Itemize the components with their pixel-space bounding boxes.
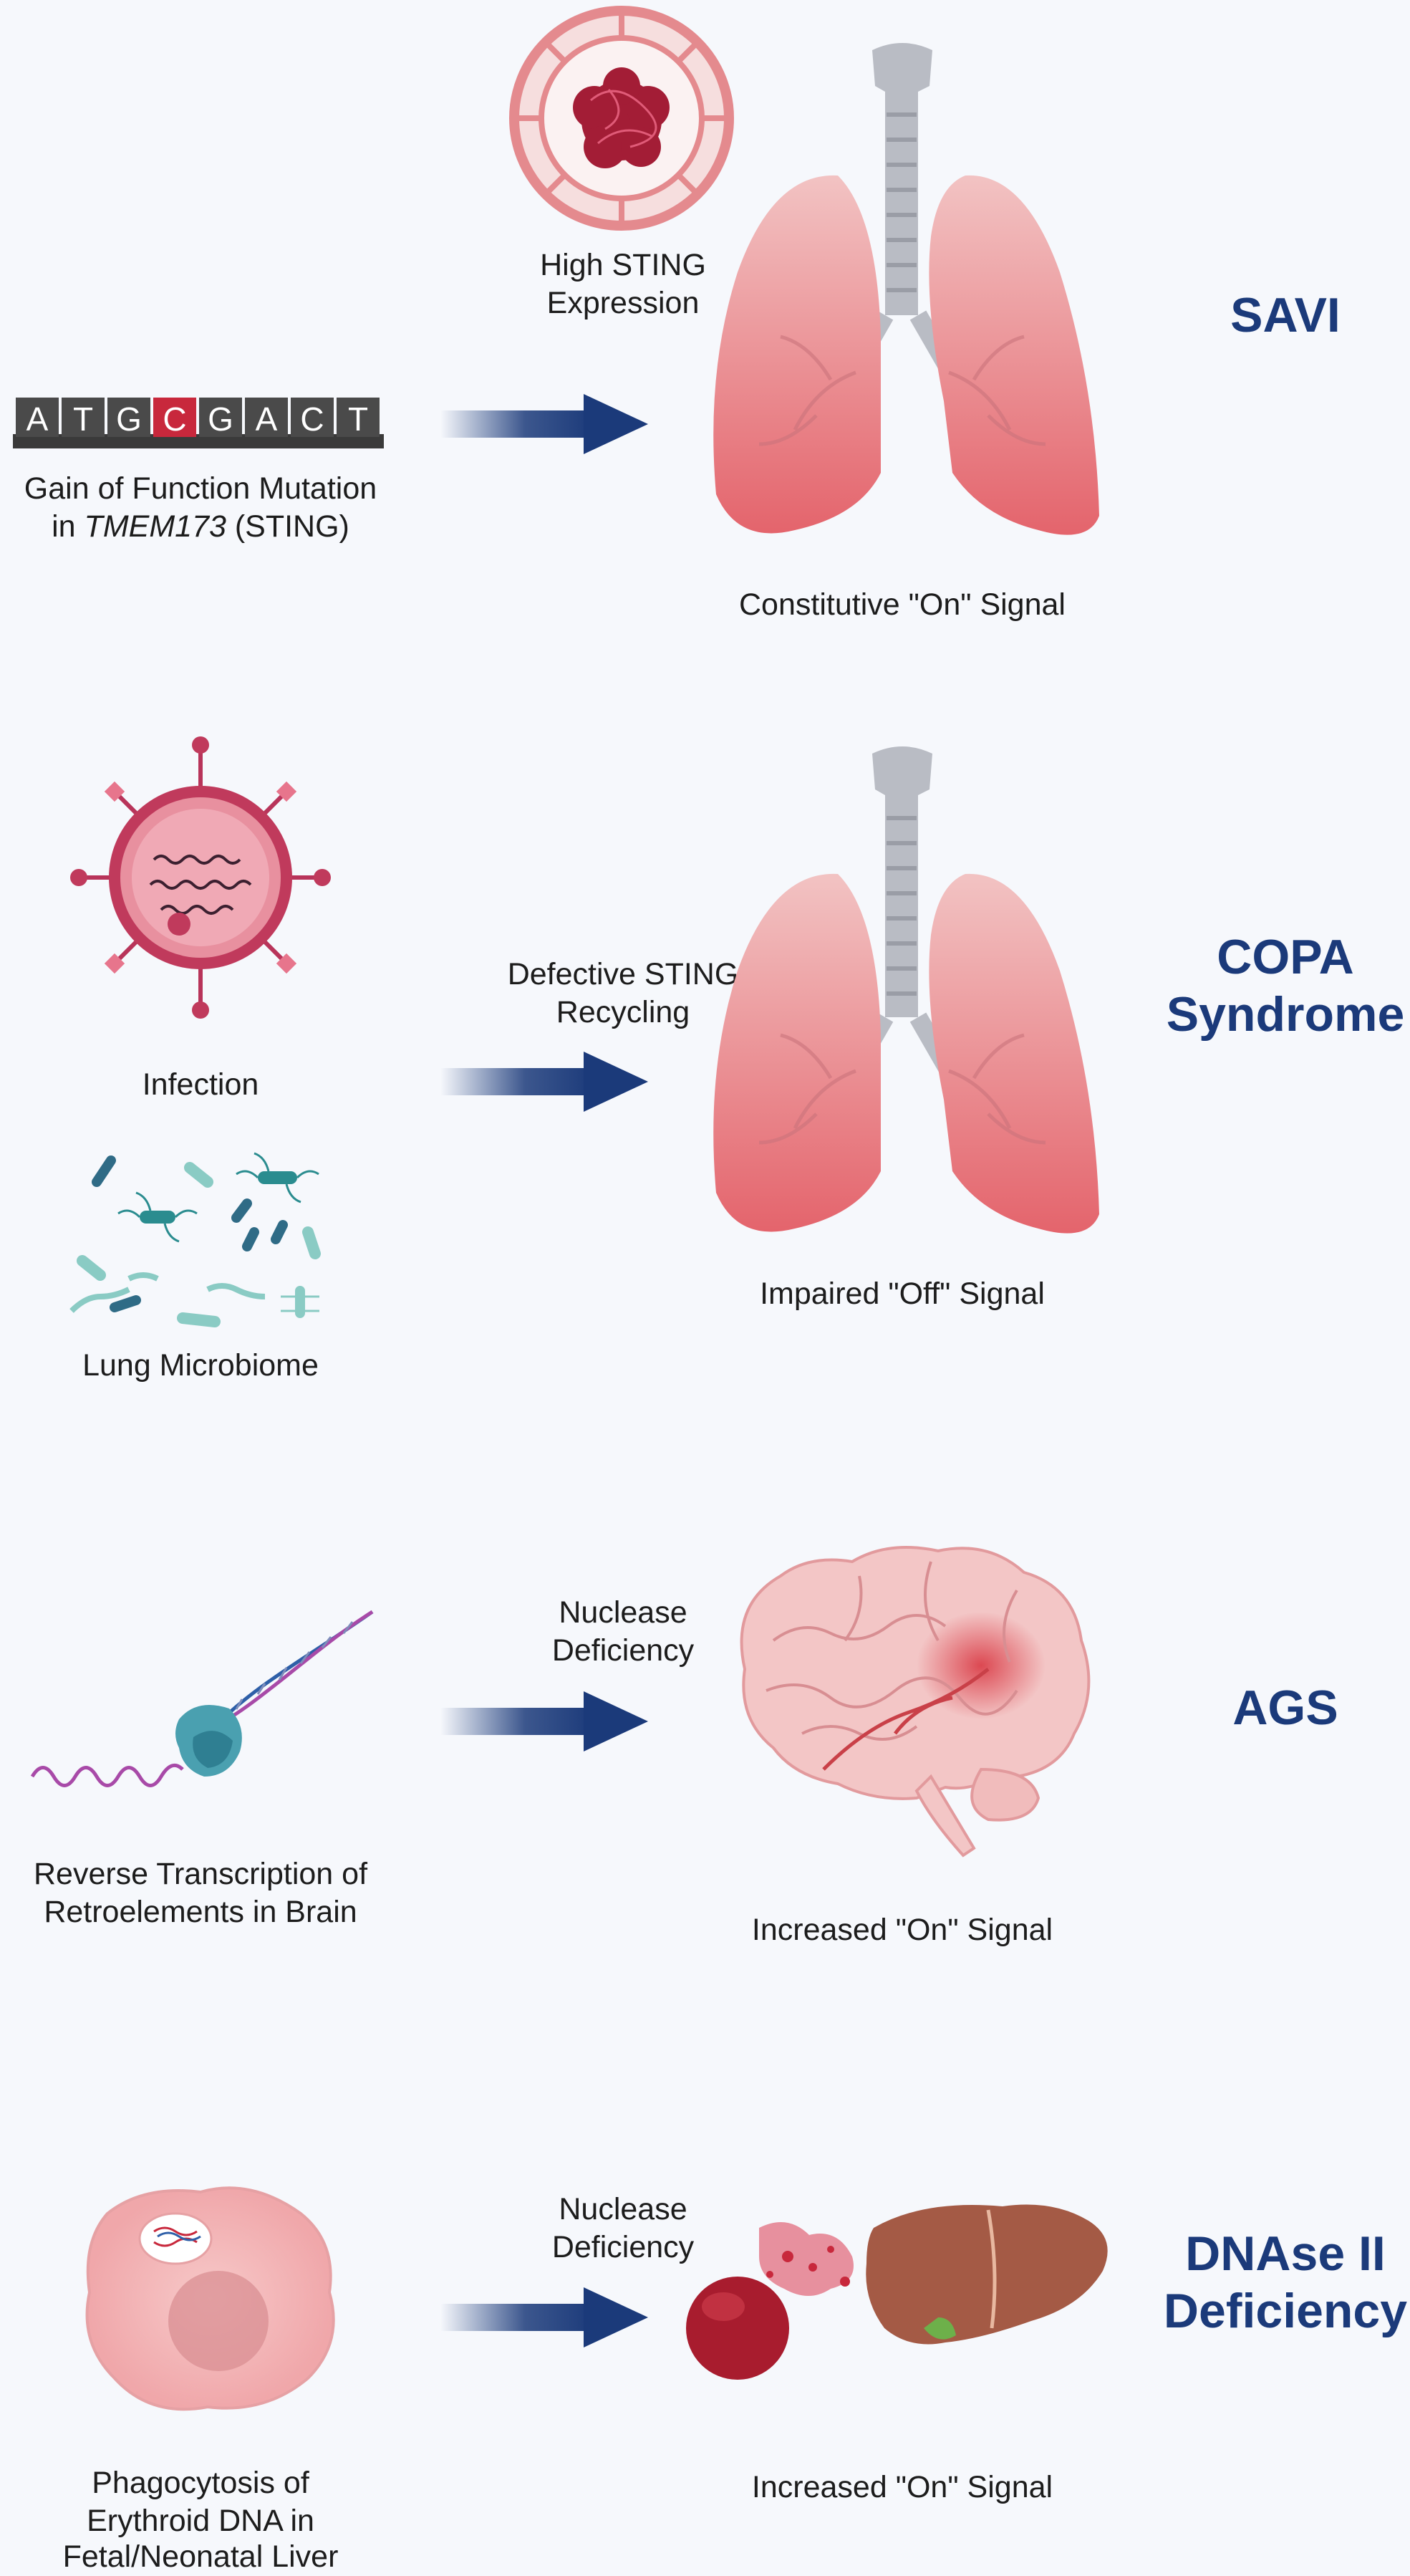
cause-label-dnase-line1: Phagocytosis of [92,2466,309,2500]
above-arrow-ags-line2: Deficiency [551,1633,695,1668]
dna-base-3: G [116,400,142,438]
disease-title-savi: SAVI [1230,288,1341,342]
liver-icon [866,2204,1108,2345]
above-arrow-ags-line1: Nuclease [559,1595,687,1630]
dna-base-7: C [300,400,324,438]
disease-title-ags: AGS [1232,1681,1338,1735]
lung-microbiome-icon [69,1152,321,1327]
gene-name: TMEM173 [84,509,226,544]
signal-label-copa: Impaired "Off" Signal [760,1277,1045,1311]
dna-base-2: T [73,400,93,438]
cause-label-savi-prefix: in [52,509,84,544]
high-sting-cell-icon [509,6,734,231]
cause-label-savi-line2: in TMEM173 (STING) [0,508,401,546]
above-arrow-savi-line2: Expression [546,286,700,320]
cause-label-savi-suffix: (STING) [226,509,349,544]
signal-label-savi: Constitutive "On" Signal [739,587,1066,622]
arrow-savi [440,394,648,454]
cause-label-lung-microbiome: Lung Microbiome [82,1348,319,1383]
signal-label-ags: Increased "On" Signal [751,1913,1053,1947]
above-arrow-savi-line1: High STING [540,248,706,282]
above-arrow-copa-line2: Recycling [556,995,690,1029]
disease-title-dnase-line1: DNAse II [1185,2226,1386,2281]
dna-base-5: G [208,400,233,438]
reverse-transcription-icon [30,1610,374,1787]
erythroid-cell-icon [686,2222,854,2380]
arrow-copa [440,1052,648,1112]
dna-base-8: T [348,400,368,438]
bacterium-flagellated-2 [117,1191,198,1243]
brain-icon [740,1546,1091,1857]
arrow-ags [440,1691,648,1751]
dna-sequence-icon: A T G C G A C T [13,398,384,448]
disease-title-copa-line1: COPA [1217,930,1354,984]
cause-label-dnase-line2: Erythroid DNA in [87,2504,314,2538]
bacterium-flagellated-1 [236,1152,319,1203]
disease-title-copa-line2: Syndrome [1166,987,1405,1042]
macrophage-cell-icon [85,2186,335,2411]
above-arrow-copa-line1: Defective STING [507,957,739,991]
above-arrow-dnase-line2: Deficiency [551,2230,695,2264]
dna-base-6: A [256,400,278,438]
above-arrow-dnase-line1: Nuclease [559,2192,687,2226]
bacterium-flagellated-3 [281,1286,319,1318]
cause-label-savi-line1: Gain of Function Mutation [24,471,377,506]
dna-base-1: A [26,400,49,438]
disease-title-dnase-line2: Deficiency [1163,2284,1408,2338]
cause-label-dnase-line3: Fetal/Neonatal Liver [62,2539,339,2574]
cause-label-ags-line1: Reverse Transcription of [33,1857,368,1891]
lungs-icon-copa [713,746,1099,1234]
virus-icon [70,736,331,1019]
arrow-dnase [440,2287,648,2347]
cause-label-ags-line2: Retroelements in Brain [44,1895,357,1929]
dna-base-mutated: C [163,400,186,438]
signal-label-dnase: Increased "On" Signal [751,2470,1053,2504]
cause-label-infection: Infection [142,1067,259,1102]
lungs-icon-savi [713,43,1099,535]
